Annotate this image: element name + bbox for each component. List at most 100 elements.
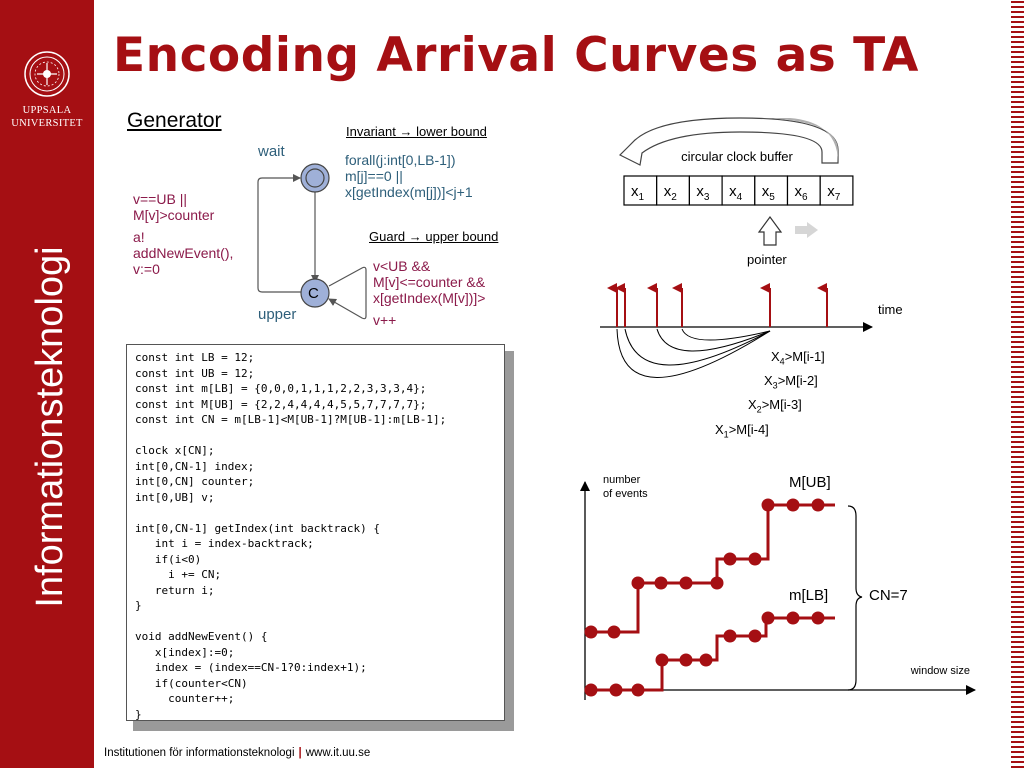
curve-point: [607, 625, 621, 639]
brace-label: CN=7: [869, 587, 908, 604]
buffer-cell: [786, 175, 821, 206]
footer-institution: Institutionen för informationsteknologi: [104, 747, 295, 759]
pointer-arrow-icon: [757, 215, 783, 246]
code-line: const int M[UB] = {2,2,4,4,4,4,5,5,7,7,7…: [135, 397, 427, 411]
code-line: int i = index-backtrack;: [135, 537, 314, 550]
invariant-text: forall(j:int[0,LB-1]) m[j]==0 || x[getIn…: [345, 152, 473, 200]
condition-sub: 2: [756, 404, 762, 415]
guard-line: v<UB &&: [373, 258, 431, 274]
buffer-cell: [623, 175, 658, 206]
code-line: int[0,CN-1] getIndex(int backtrack) {: [135, 521, 381, 535]
y-axis-label-line-1: number: [603, 474, 641, 486]
code-line: int[0,CN-1] index;: [135, 459, 255, 473]
location-upper-label: upper: [258, 306, 297, 323]
code-listing: const int LB = 12; const int UB = 12; co…: [127, 345, 504, 727]
code-line: const int LB = 12;: [135, 351, 255, 364]
code-line: counter++;: [135, 692, 235, 705]
curve-point: [786, 498, 800, 512]
curve-point: [654, 576, 668, 590]
footer-link[interactable]: www.it.uu.se: [305, 747, 371, 759]
arc-x2: [624, 328, 771, 366]
condition-sub: 3: [772, 380, 778, 391]
condition-base: X: [764, 373, 773, 388]
invariant-line: x[getIndex(m[j])]<j+1: [345, 184, 473, 200]
code-line: x[index]:=0;: [135, 645, 235, 659]
code-listing-box: const int LB = 12; const int UB = 12; co…: [126, 344, 505, 721]
code-line: index = (index==CN-1?0:index+1);: [135, 661, 367, 674]
university-seal-icon: [24, 51, 70, 97]
code-line: int[0,CN] counter;: [135, 475, 255, 488]
code-line: void addNewEvent() {: [135, 630, 268, 643]
curve-point: [811, 498, 825, 512]
lower-curve-label: m[LB]: [789, 587, 828, 604]
committed-marker: C: [308, 285, 319, 302]
curve-point: [761, 498, 775, 512]
pointer-label: pointer: [747, 252, 787, 267]
code-line: }: [135, 599, 142, 612]
footer-separator: |: [298, 747, 302, 759]
guard-line: x[getIndex(M[v])]>: [373, 290, 486, 306]
buffer-cell-label: x1: [631, 183, 645, 203]
curve-line: [590, 616, 835, 692]
arc-condition-label: X1>M[i-4]: [715, 422, 769, 440]
condition-base: X: [748, 397, 757, 412]
arc-condition-label: X3>M[i-2]: [764, 373, 818, 391]
guard-text: v<UB && M[v]<=counter && x[getIndex(M[v]…: [373, 258, 485, 328]
condition-rest: >M[i-4]: [728, 422, 769, 437]
condition-base: X: [715, 422, 724, 437]
curve-point: [786, 611, 800, 625]
guard-heading: Guard → upper bound: [369, 229, 499, 244]
invariant-heading: Invariant → lower bound: [346, 124, 487, 139]
guard-line: v++: [373, 312, 397, 328]
arc-x3: [656, 328, 771, 352]
buffer-cell-label: x5: [762, 183, 776, 203]
curve-point: [710, 576, 724, 590]
edge-label-line: addNewEvent(),: [133, 245, 234, 261]
slide-title: Encoding Arrival Curves as TA: [113, 28, 919, 83]
guard-line: M[v]<=counter &&: [373, 274, 486, 290]
condition-rest: >M[i-3]: [761, 397, 802, 412]
curve-point: [811, 611, 825, 625]
code-line: if(i<0): [135, 552, 202, 566]
condition-sub: 4: [779, 356, 785, 367]
curve-point: [723, 552, 737, 566]
code-line: const int CN = m[LB-1]<M[UB-1]?M[UB-1]:m…: [135, 413, 447, 426]
pointer-motion-icon: [795, 222, 818, 238]
buffer-cell-label: x7: [827, 183, 841, 203]
curve-point: [631, 576, 645, 590]
brand-sidebar: UPPSALA UNIVERSITET Informationsteknolog…: [0, 0, 94, 768]
upper-curve-label: M[UB]: [789, 474, 831, 491]
buffer-cell: [819, 175, 854, 206]
logo-line-2: UNIVERSITET: [11, 118, 83, 129]
condition-base: X: [771, 349, 780, 364]
edge-label-line: M[v]>counter: [133, 207, 215, 223]
curve-point: [748, 629, 762, 643]
edge-label-line: a!: [133, 229, 145, 245]
lower-arrival-curve: [584, 611, 835, 697]
code-line: int[0,UB] v;: [135, 490, 215, 504]
curve-point: [679, 576, 693, 590]
time-axis-label: time: [878, 302, 903, 317]
curve-line: [590, 503, 835, 634]
university-name: UPPSALA UNIVERSITET: [0, 104, 94, 130]
code-line: if(counter<CN): [135, 676, 248, 690]
condition-sub: 1: [723, 429, 729, 440]
buffer-cell: [688, 175, 723, 206]
code-line: }: [135, 707, 142, 721]
code-line: clock x[CN];: [135, 444, 215, 457]
location-wait-label: wait: [258, 143, 285, 160]
curve-point: [584, 683, 598, 697]
code-line: const int m[LB] = {0,0,0,1,1,1,2,2,3,3,3…: [135, 382, 427, 395]
buffer-cell: [656, 175, 691, 206]
buffer-cell-label: x6: [795, 183, 809, 203]
curve-point: [761, 611, 775, 625]
curve-point: [723, 629, 737, 643]
generator-heading: Generator: [127, 109, 222, 132]
condition-rest: >M[i-2]: [777, 373, 818, 388]
buffer-cell-label: x2: [664, 183, 678, 203]
buffer-cell-label: x3: [696, 183, 710, 203]
event-arrows: [607, 283, 828, 327]
y-axis-label-line-2: of events: [603, 488, 648, 500]
